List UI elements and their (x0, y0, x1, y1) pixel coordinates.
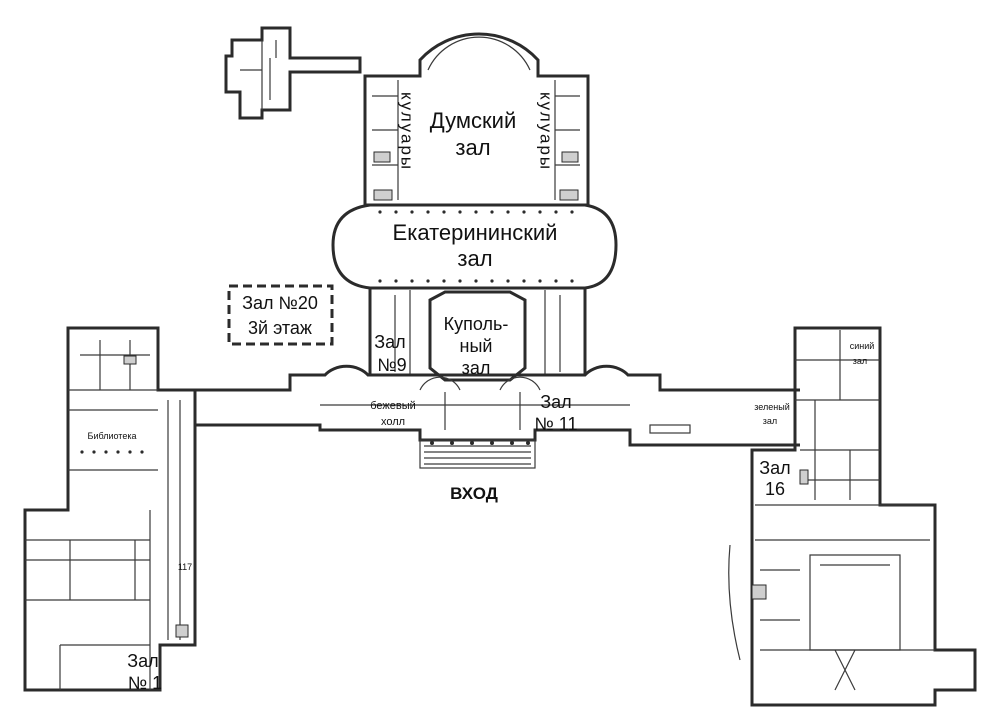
dome-hall-block (368, 288, 587, 391)
dome-hall-label-line3: зал (462, 358, 491, 378)
hall-1-label-line1: Зал (127, 651, 158, 671)
hall-9-label-line1: Зал (374, 332, 405, 352)
hall-11-label-line2: № 11 (535, 414, 578, 434)
annex-top-left (224, 26, 362, 120)
duma-hall-label-line1: Думский (430, 108, 516, 133)
left-wing (23, 326, 197, 692)
left-corridor-label: кулуары (398, 92, 417, 171)
hall-16-label-line2: 16 (765, 479, 785, 499)
right-wing (728, 326, 977, 707)
catherine-hall (331, 203, 618, 290)
room-117-label: 117 (178, 562, 192, 572)
hall-20-outline (227, 284, 334, 346)
dome-hall-label-line1: Куполь- (444, 314, 509, 334)
entrance-label: ВХОД (450, 484, 498, 503)
dome-hall-label-line2: ный (460, 336, 493, 356)
library-label: Библиотека (88, 431, 137, 441)
beige-hall-label-line1: бежевый (370, 400, 416, 412)
hall-11-label-line1: Зал (540, 392, 571, 412)
entrance-portico (419, 439, 536, 469)
blue-hall-label-line1: синий (850, 341, 875, 351)
right-corridor-label: кулуары (537, 92, 556, 171)
hall-20-label-line1: Зал №20 (242, 293, 318, 313)
green-hall-label-line1: зеленый (754, 402, 789, 412)
catherine-hall-label-line2: зал (457, 246, 492, 271)
beige-hall-label-line2: холл (381, 416, 405, 428)
hall-9-label-line2: №9 (377, 355, 406, 375)
hall-16-label-line1: Зал (759, 458, 790, 478)
labels: Думский зал кулуары кулуары Екатерининск… (88, 92, 875, 693)
central-corridor (160, 364, 800, 447)
green-hall-label-line2: зал (763, 416, 777, 426)
hall-20-label-line2: 3й этаж (248, 318, 312, 338)
blue-hall-label-line2: зал (853, 356, 867, 366)
duma-hall-block (363, 32, 590, 207)
hall-1-label-line2: № 1 (128, 673, 162, 693)
catherine-hall-label-line1: Екатерининский (393, 220, 558, 245)
duma-hall-label-line2: зал (455, 135, 490, 160)
